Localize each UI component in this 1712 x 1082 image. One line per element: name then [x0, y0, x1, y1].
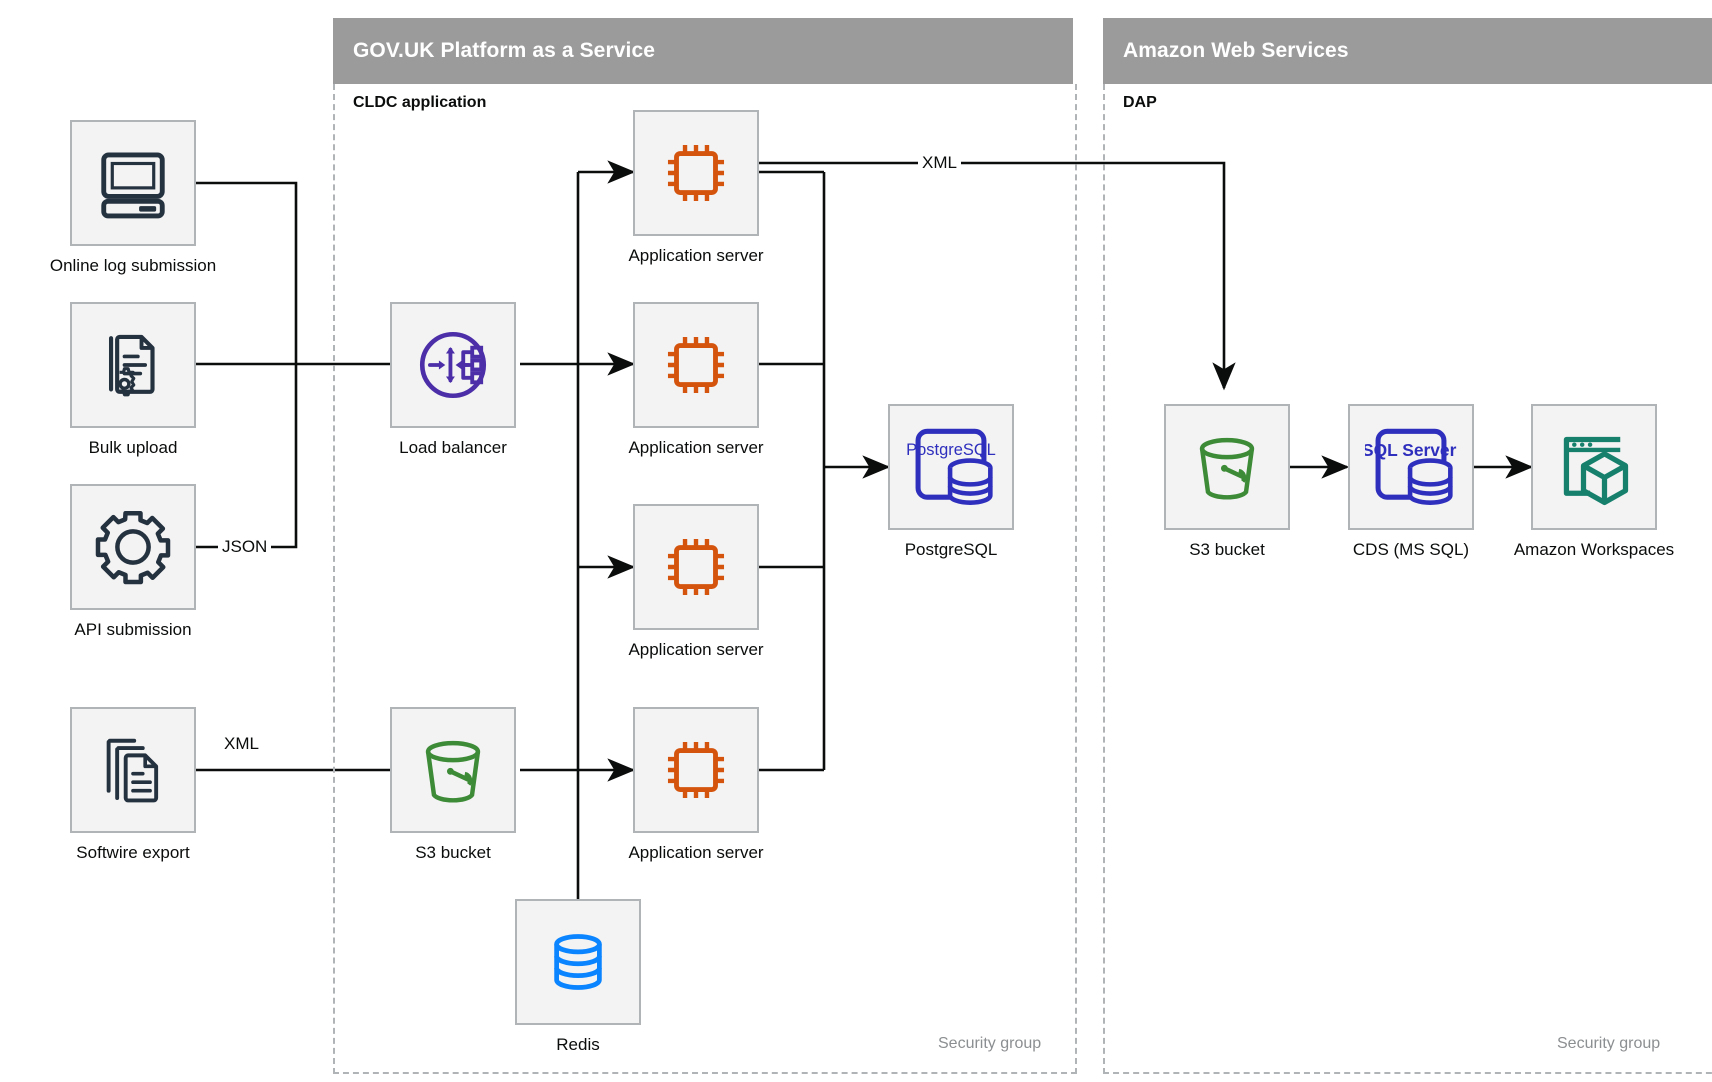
edge-label-json: JSON — [218, 537, 272, 557]
node-tile — [633, 302, 759, 428]
node-s3-bucket-aws[interactable]: S3 bucket — [1164, 404, 1290, 559]
node-label: Amazon Workspaces — [1513, 540, 1675, 559]
edge-label-xml-softwire: XML — [220, 734, 263, 754]
node-tile — [515, 899, 641, 1025]
node-tile — [70, 484, 196, 610]
edge-label-xml-dap: XML — [918, 153, 961, 173]
group-header-aws: Amazon Web Services — [1103, 18, 1712, 84]
node-label: S3 bucket — [1189, 540, 1265, 559]
node-tile — [390, 302, 516, 428]
security-group-label-paas: Security group — [938, 1035, 1042, 1052]
gear-icon — [95, 511, 171, 585]
database-icon — [554, 934, 602, 990]
node-app-server-4[interactable]: Application server — [628, 707, 764, 862]
node-tile — [633, 504, 759, 630]
bucket-icon — [425, 740, 481, 803]
node-label: PostgreSQL — [904, 540, 998, 559]
computer-icon — [101, 152, 165, 219]
node-tile — [390, 707, 516, 833]
node-api-submission[interactable]: API submission — [70, 484, 196, 639]
postgresql-icon: PostgreSQL — [906, 428, 996, 505]
node-tile — [70, 302, 196, 428]
node-label: Load balancer — [399, 438, 507, 457]
node-label: Redis — [556, 1035, 600, 1054]
cpu-chip-icon — [667, 538, 725, 596]
node-label: S3 bucket — [415, 843, 491, 862]
postgresql-badge-text: PostgreSQL — [906, 441, 996, 459]
node-tile: PostgreSQL — [888, 404, 1014, 530]
documents-stack-icon — [106, 738, 159, 803]
bucket-icon — [1199, 437, 1255, 500]
node-label: API submission — [74, 620, 192, 639]
node-label: Application server — [628, 640, 764, 659]
node-label: CDS (MS SQL) — [1352, 540, 1470, 559]
node-cds-ms-sql[interactable]: SQL Server CDS (MS SQL) — [1348, 404, 1474, 559]
sql-server-icon: SQL Server — [1365, 428, 1457, 505]
security-group-label-aws: Security group — [1557, 1035, 1661, 1052]
document-gear-icon — [108, 334, 155, 397]
sql-server-badge-text: SQL Server — [1365, 440, 1457, 460]
node-tile: SQL Server — [1348, 404, 1474, 530]
node-tile — [70, 120, 196, 246]
group-body-aws — [1103, 84, 1712, 1074]
cpu-chip-icon — [667, 336, 725, 394]
cpu-chip-icon — [667, 144, 725, 202]
cpu-chip-icon — [667, 741, 725, 799]
node-app-server-1[interactable]: Application server — [628, 110, 764, 265]
node-amazon-workspaces[interactable]: Amazon Workspaces — [1514, 404, 1674, 559]
node-label: Bulk upload — [88, 438, 178, 457]
node-app-server-2[interactable]: Application server — [628, 302, 764, 457]
node-label: Application server — [628, 843, 764, 862]
group-body-paas — [333, 84, 1077, 1074]
workspaces-icon — [1563, 436, 1629, 506]
node-tile — [633, 707, 759, 833]
group-header-paas: GOV.UK Platform as a Service — [333, 18, 1073, 84]
node-label: Application server — [628, 438, 764, 457]
node-app-server-3[interactable]: Application server — [628, 504, 764, 659]
node-redis[interactable]: Redis — [515, 899, 641, 1054]
load-balancer-icon — [419, 331, 487, 399]
node-tile — [70, 707, 196, 833]
node-online-log-submission[interactable]: Online log submission — [50, 120, 216, 275]
node-bulk-upload[interactable]: Bulk upload — [70, 302, 196, 457]
node-tile — [1531, 404, 1657, 530]
node-load-balancer[interactable]: Load balancer — [390, 302, 516, 457]
group-inner-label-dap: DAP — [1123, 94, 1157, 111]
node-postgresql[interactable]: PostgreSQL PostgreSQL — [888, 404, 1014, 559]
group-inner-label-cldc: CLDC application — [353, 94, 487, 111]
node-tile — [1164, 404, 1290, 530]
node-softwire-export[interactable]: Softwire export — [70, 707, 196, 862]
node-label: Softwire export — [76, 843, 190, 862]
group-title-aws: Amazon Web Services — [1123, 39, 1349, 62]
node-tile — [633, 110, 759, 236]
node-label: Online log submission — [49, 256, 217, 275]
node-s3-bucket-paas[interactable]: S3 bucket — [390, 707, 516, 862]
group-title-paas: GOV.UK Platform as a Service — [353, 39, 655, 62]
node-label: Application server — [628, 246, 764, 265]
